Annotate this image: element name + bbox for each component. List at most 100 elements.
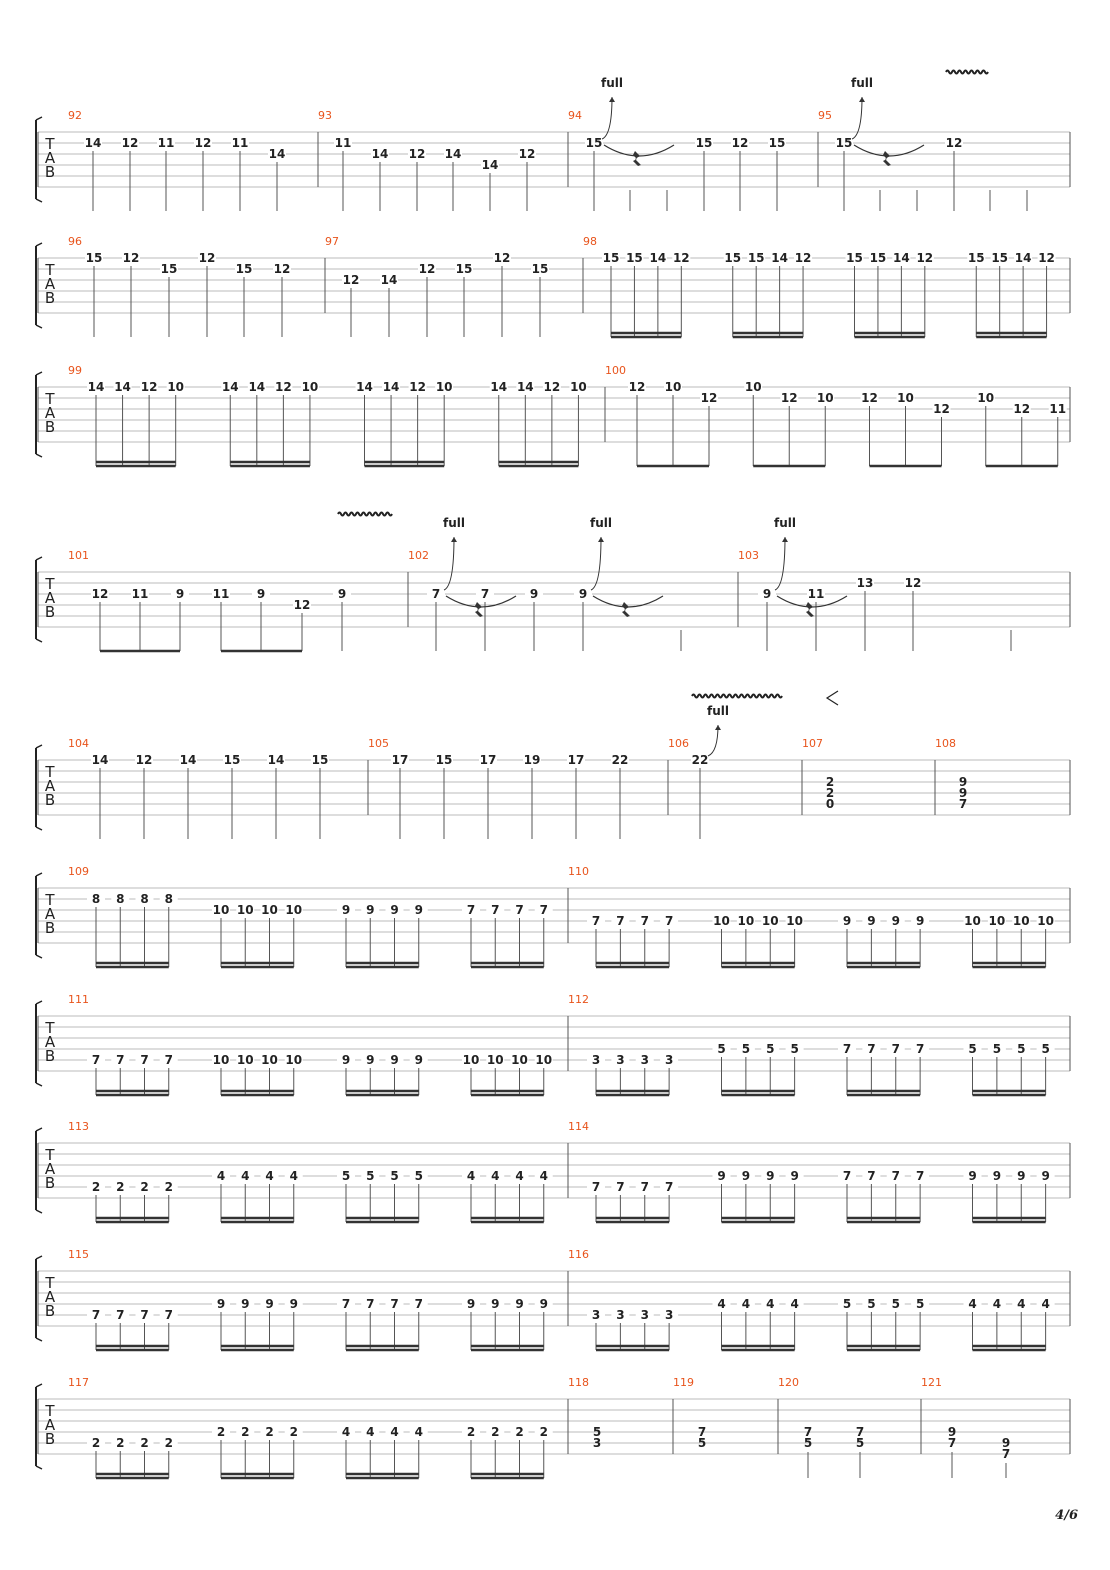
fret-number: 14: [482, 158, 499, 172]
fret-knockout: [462, 904, 480, 915]
tab-clef-letter: A: [45, 275, 56, 293]
fret-knockout: [486, 904, 505, 915]
fret-number: 4: [515, 1169, 523, 1183]
fret-knockout: [274, 381, 293, 392]
fret-number: 4: [540, 1169, 548, 1183]
fret-number: 7: [892, 1169, 900, 1183]
fret-knockout: [135, 1181, 154, 1192]
fret-number: 5: [717, 1042, 725, 1056]
vibrato-icon: [945, 69, 989, 75]
fret-knockout: [267, 754, 285, 765]
fret-knockout: [91, 588, 109, 599]
fret-number: 8: [140, 892, 148, 906]
fret-number: 9: [257, 587, 265, 601]
fret-knockout: [868, 252, 887, 263]
fret-number: 12: [519, 147, 536, 161]
fret-knockout: [761, 1298, 780, 1309]
tab-clef-letter: A: [45, 1033, 56, 1051]
fret-knockout: [87, 1309, 105, 1320]
fret-number: 9: [766, 1169, 774, 1183]
measure-number: 119: [673, 1376, 694, 1389]
fret-number: 12: [294, 598, 311, 612]
fret-knockout: [212, 1170, 230, 1181]
fret-number: 7: [342, 1297, 350, 1311]
fret-knockout: [486, 1426, 505, 1437]
fret-number: 7: [916, 1042, 924, 1056]
fret-number: 5: [415, 1169, 423, 1183]
fret-knockout: [736, 1043, 755, 1054]
fret-number: 10: [463, 1053, 480, 1067]
fret-knockout: [409, 1054, 428, 1065]
fret-number: 9: [916, 914, 924, 928]
fret-number: 2: [92, 1436, 100, 1450]
fret-number: 9: [579, 587, 587, 601]
fret-number: 12: [92, 587, 109, 601]
fret-knockout: [111, 1309, 130, 1320]
fret-number: 3: [616, 1308, 624, 1322]
fret-knockout: [660, 1309, 679, 1320]
fret-knockout: [886, 1298, 905, 1309]
fret-number: 15: [748, 251, 765, 265]
fret-knockout: [435, 381, 454, 392]
fret-knockout: [587, 1181, 605, 1192]
vibrato-icon: [337, 511, 393, 517]
fret-knockout: [284, 1054, 303, 1065]
tab-clef-letter: B: [45, 1047, 55, 1065]
fret-knockout: [135, 1437, 154, 1448]
fret-knockout: [131, 588, 149, 599]
fret-knockout: [987, 1298, 1006, 1309]
fret-knockout: [337, 1426, 355, 1437]
fret-number: 12: [123, 251, 140, 265]
fret-number: 7: [892, 1042, 900, 1056]
bend-full-label: full: [590, 516, 612, 530]
fret-number: 22: [692, 753, 709, 767]
measure-number: 115: [68, 1248, 89, 1261]
bend-curve: [774, 536, 786, 591]
fret-number: 7: [843, 1042, 851, 1056]
fret-number: 10: [570, 380, 587, 394]
fret-number: 7: [467, 903, 475, 917]
fret-number: 22: [612, 753, 629, 767]
fret-number: 8: [92, 892, 100, 906]
measure-number: 117: [68, 1376, 89, 1389]
measure-number: 112: [568, 993, 589, 1006]
fret-knockout: [455, 263, 473, 274]
fret-number: 15: [836, 136, 853, 150]
fret-knockout: [385, 904, 404, 915]
fret-knockout: [87, 381, 105, 392]
chord-fret: 5: [856, 1436, 864, 1450]
fret-knockout: [1036, 1043, 1055, 1054]
fret-knockout: [587, 915, 605, 926]
fret-number: 2: [140, 1180, 148, 1194]
fret-number: 10: [261, 1053, 278, 1067]
fret-knockout: [444, 148, 462, 159]
fret-number: 2: [140, 1436, 148, 1450]
fret-knockout: [212, 588, 230, 599]
chord-fret: 3: [593, 1436, 601, 1450]
fret-number: 2: [540, 1425, 548, 1439]
fret-number: 12: [1038, 251, 1055, 265]
fret-number: 5: [1041, 1042, 1049, 1056]
fret-number: 10: [713, 914, 730, 928]
fret-knockout: [212, 1426, 230, 1437]
bend-arrowhead: [598, 537, 604, 542]
fret-knockout: [700, 392, 718, 403]
fret-knockout: [611, 915, 630, 926]
fret-knockout: [236, 904, 255, 915]
fret-number: 7: [616, 914, 624, 928]
fret-knockout: [462, 1054, 480, 1065]
fret-number: 12: [861, 391, 878, 405]
fret-number: 14: [268, 753, 285, 767]
fret-knockout: [380, 274, 398, 285]
fret-knockout: [489, 381, 508, 392]
fret-knockout: [510, 904, 529, 915]
measure-number: 116: [568, 1248, 589, 1261]
fret-number: 15: [724, 251, 741, 265]
fret-knockout: [761, 1170, 780, 1181]
fret-knockout: [625, 252, 644, 263]
fret-number: 10: [989, 914, 1006, 928]
fret-knockout: [768, 137, 786, 148]
fret-knockout: [179, 754, 197, 765]
